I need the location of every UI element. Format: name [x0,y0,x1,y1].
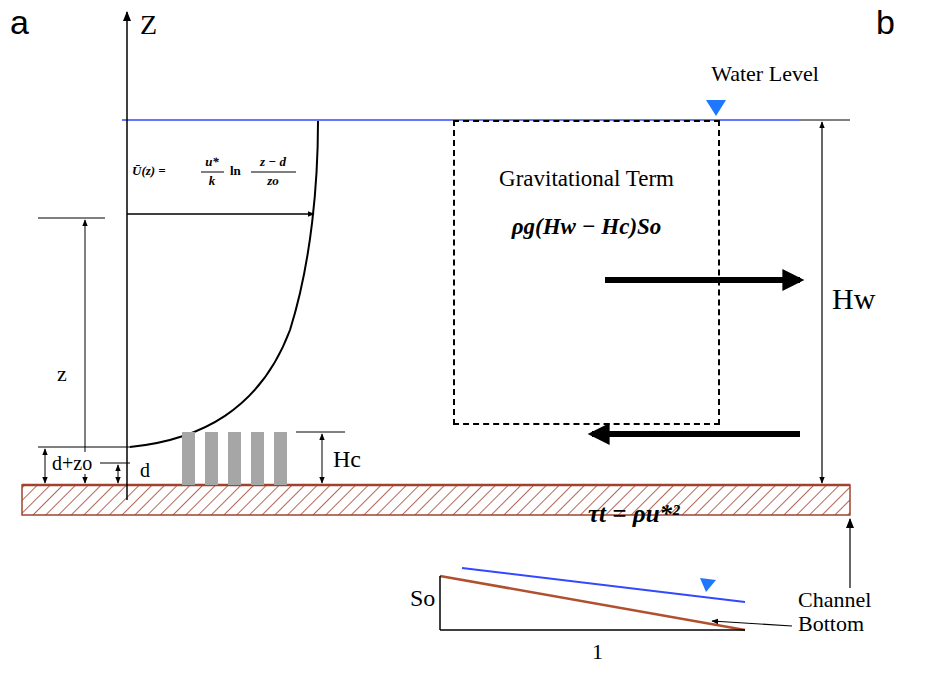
callout-label: Channel Bottom [798,588,908,636]
z-dimension [85,220,86,483]
z-axis [126,12,128,500]
velocity-profile [130,121,318,447]
fraction-bar [251,172,296,173]
d-dimension [118,465,119,483]
node-formula: ρg(Hw − Hc)So [467,214,707,240]
dimension-label: Hw [832,282,875,315]
dimension-label: z [57,362,67,386]
water-level-symbol [706,100,726,116]
axis-label: Z [140,10,157,41]
hw-dimension [821,122,822,483]
channel-bed [22,485,850,515]
dimension-label: d+zo [50,452,94,474]
dashed-control-volume: Gravitational Term ρg(Hw − Hc)So [453,120,720,425]
slope-run-label: 1 [592,640,603,664]
leader-line [712,621,792,626]
water-level-symbol [700,578,716,592]
formula-part: u* [205,155,219,169]
slope-run [440,629,745,631]
water-level-label: Water Level [711,62,819,86]
dimension-label: d [140,459,150,481]
formula-part: ln [230,164,241,178]
formula-part: zo [267,174,279,188]
fraction-bar [201,172,224,173]
slope-rise [439,576,441,630]
leader-line [849,519,850,588]
panel-letter: a [10,4,29,41]
gravity-force-arrow [605,277,800,283]
dimension-tick [100,463,130,464]
dimension-tick [296,432,345,433]
dzo-dimension [45,449,46,483]
dimension-tick [38,447,130,448]
slope-label: So [410,585,435,611]
formula-part: k [209,174,216,188]
bed-slope-line [440,576,745,630]
node-heading: Gravitational Term [499,166,674,192]
velocity-arrow [127,213,314,214]
shear-force-arrow [592,431,800,437]
dimension-label: Hc [333,446,361,472]
water-slope-line [462,568,745,602]
canopy-stems [182,432,287,485]
hc-dimension [322,434,323,483]
panel-letter: b [876,4,895,41]
formula-part: Ū(z) = [132,164,166,178]
dimension-tick [800,120,850,121]
bed-line [22,484,850,487]
formula-part: z − d [260,155,286,169]
dimension-tick [38,218,105,219]
shear-stress-label: τt = ρu*² [588,500,680,528]
